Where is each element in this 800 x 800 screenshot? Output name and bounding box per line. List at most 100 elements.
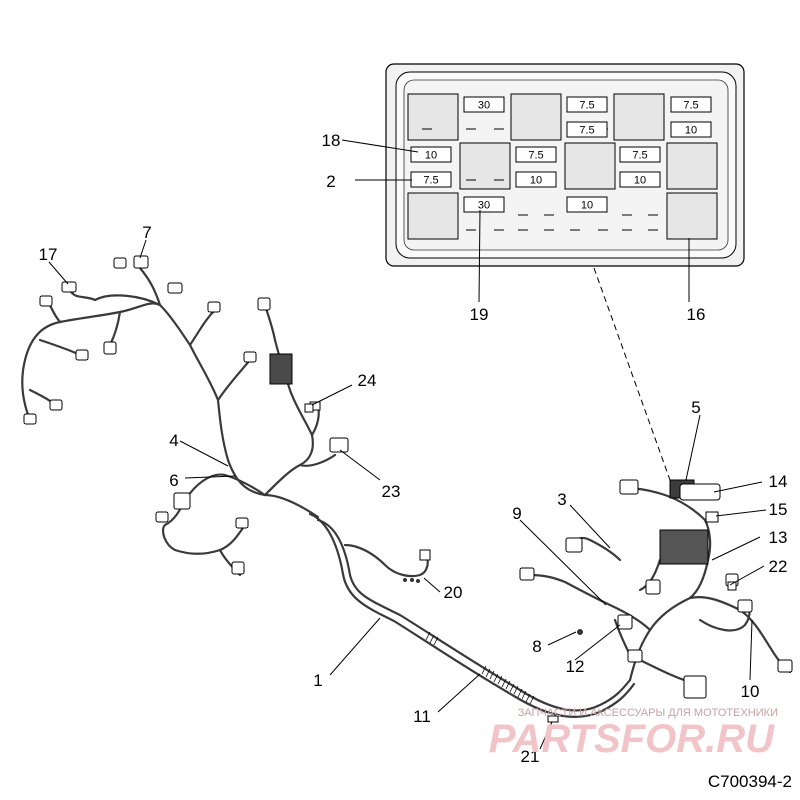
callout-22: 22 [769, 557, 788, 576]
connector [329, 437, 349, 453]
watermark-tagline: ЗАПЧАСТИ И АКСЕССУАРЫ ДЛЯ МОТОТЕХНИКИ [518, 707, 778, 719]
callout-13: 13 [769, 528, 788, 547]
fuse-rating: 10 [685, 125, 697, 137]
callout-15: 15 [769, 500, 788, 519]
fuse-box-location-line [593, 267, 671, 481]
fuse-rating: 10 [530, 175, 542, 187]
connector [737, 599, 753, 613]
callout-2: 2 [326, 172, 335, 191]
fuse: 7.5 [515, 146, 557, 163]
callout-16: 16 [687, 305, 706, 324]
callout-4: 4 [169, 431, 178, 450]
callout-14: 14 [769, 472, 788, 491]
connector [167, 282, 183, 294]
callout-24: 24 [358, 371, 377, 390]
watermark-brand: PARTSFOR.RU [489, 717, 775, 761]
fuse: 7.5 [566, 121, 608, 138]
callout-12: 12 [566, 657, 585, 676]
fuse: 30 [463, 96, 505, 113]
callout-20: 20 [444, 583, 463, 602]
fuse-rating: 7.5 [528, 150, 543, 162]
fuse-housing [679, 483, 721, 501]
connector [257, 297, 271, 311]
relay-group [407, 93, 718, 240]
fuse-rating: 7.5 [579, 100, 594, 112]
callout-11: 11 [413, 707, 431, 726]
callout-10: 10 [741, 682, 760, 701]
fuse-rating: 7.5 [423, 175, 438, 187]
fuse: 7.5 [566, 96, 608, 113]
relay [510, 93, 562, 141]
connector-block [269, 353, 293, 385]
fuse-rating: 7.5 [632, 150, 647, 162]
fuse-row-top: 30 7.5 7.5 7.5 10 [463, 96, 712, 138]
fuse: 30 [463, 196, 505, 213]
connector [23, 413, 37, 425]
callout-5: 5 [691, 398, 700, 417]
fuse-rating: 30 [478, 100, 490, 112]
fuse-rating: 10 [425, 150, 437, 162]
fuse: 7.5 [670, 96, 712, 113]
fuse: 10 [515, 171, 557, 188]
fuse-box: 30 7.5 7.5 7.5 10 10 [385, 63, 745, 267]
fastener [577, 629, 583, 635]
connector [235, 517, 249, 529]
connector [39, 295, 53, 307]
callout-1: 1 [313, 671, 322, 690]
callout-17: 17 [39, 245, 58, 264]
fuse-rating: 7.5 [683, 100, 698, 112]
connector [113, 257, 127, 269]
relay [613, 93, 665, 141]
relay [459, 142, 511, 190]
connector [619, 479, 639, 495]
clip [547, 715, 559, 723]
connector [155, 511, 169, 523]
fuse: 7.5 [619, 146, 661, 163]
connector [231, 561, 245, 575]
relay [666, 142, 718, 190]
connector [683, 675, 707, 699]
fuse-box-housing [659, 529, 709, 565]
connector [61, 281, 77, 293]
callout-6: 6 [169, 471, 178, 490]
connector [49, 399, 63, 411]
relay [407, 93, 459, 141]
diagram-code: C700394-2 [708, 772, 792, 791]
connector [627, 649, 643, 663]
connector [777, 659, 793, 673]
wire-harness [21, 255, 793, 723]
callout-9: 9 [512, 504, 521, 523]
fuse-rating: 7.5 [579, 125, 594, 137]
connector [173, 492, 191, 510]
connector [103, 341, 117, 355]
fuse: 10 [410, 146, 452, 163]
conduit-section [425, 631, 535, 705]
fuse: 7.5 [410, 171, 452, 188]
fuse-rating: 30 [478, 200, 490, 212]
watermark: ЗАПЧАСТИ И АКСЕССУАРЫ ДЛЯ МОТОТЕХНИКИ PA… [489, 707, 778, 761]
clip [727, 581, 737, 591]
fuse-row-middle: 10 7.5 7.5 10 7.5 10 [410, 146, 661, 188]
fastener [403, 578, 407, 582]
callout-19: 19 [470, 305, 489, 324]
connector-group-right [519, 479, 793, 699]
callout-labels: 1 2 3 4 5 6 7 8 9 10 11 12 13 14 15 16 1… [39, 131, 788, 766]
callout-18: 18 [322, 131, 341, 150]
callout-8: 8 [532, 637, 541, 656]
callout-21: 21 [521, 747, 540, 766]
connector [565, 537, 583, 553]
fastener [416, 579, 420, 583]
connector-group-left [23, 255, 257, 425]
fuse-rating: 10 [581, 200, 593, 212]
fuse: 10 [566, 196, 608, 213]
relay [407, 192, 459, 240]
callout-3: 3 [557, 490, 566, 509]
fastener [410, 578, 414, 582]
relay [666, 192, 718, 240]
fuse-part [705, 511, 719, 523]
fuse-row-bottom: 30 10 [463, 196, 608, 213]
connector [133, 255, 149, 269]
callout-7: 7 [142, 223, 151, 242]
relay [564, 142, 616, 190]
